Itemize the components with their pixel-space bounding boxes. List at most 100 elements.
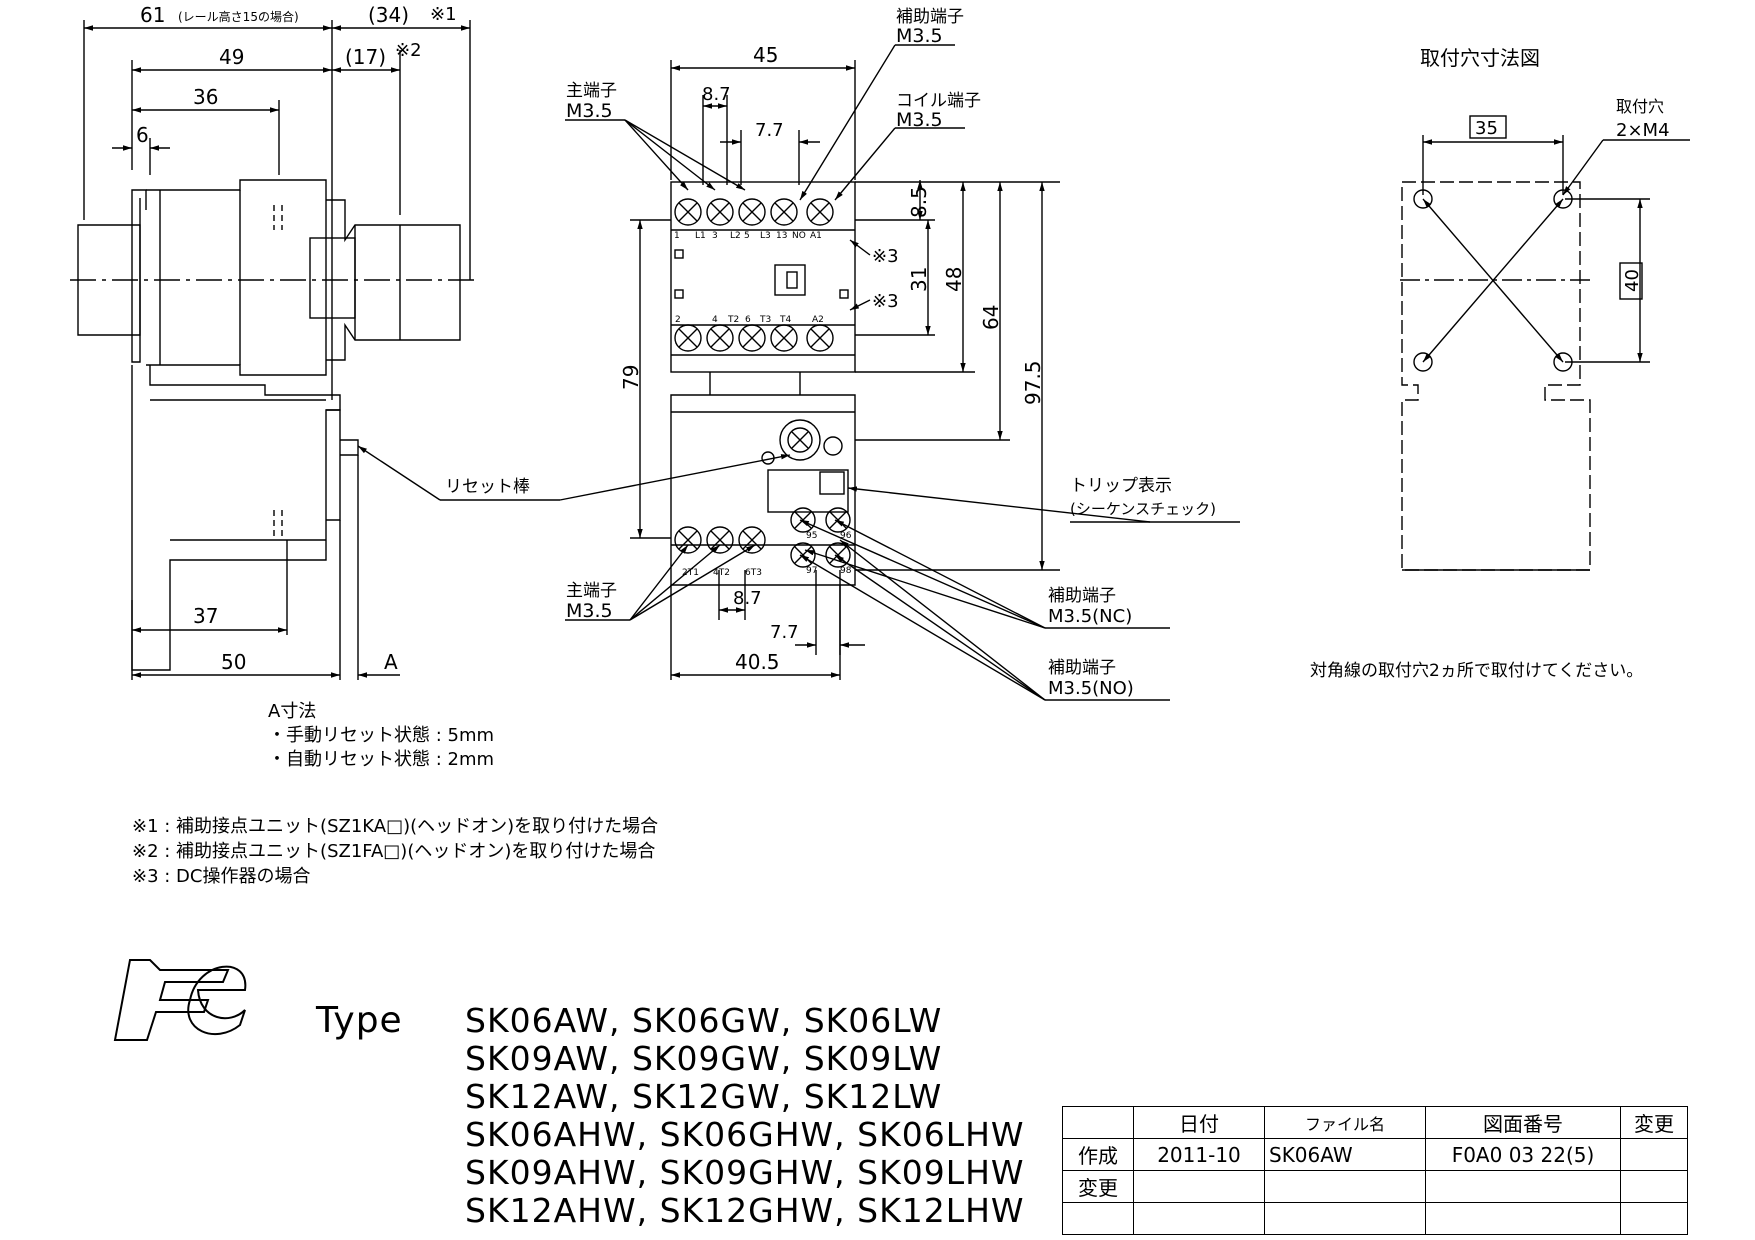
term-label: 97 xyxy=(806,566,817,576)
tb-header-cell: 変更 xyxy=(1620,1106,1688,1139)
screw-row-mid xyxy=(674,324,834,352)
a-dimension-manual: ・手動リセット状態 : 5mm xyxy=(268,725,495,746)
dim-36: 36 xyxy=(193,85,218,109)
callout-texts: 補助端子 M3.5 主端子 M3.5 コイル端子 M3.5 ※3 ※3 リセット… xyxy=(445,7,1670,699)
term-label: 3 xyxy=(712,231,718,241)
mount-title: 取付穴寸法図 xyxy=(1420,46,1540,70)
logo-text: Fe xyxy=(218,1027,220,1029)
tb-header-cell: ファイル名 xyxy=(1264,1106,1426,1139)
term-label: 4 xyxy=(712,315,718,325)
term-label: T3 xyxy=(759,315,771,325)
type-row: SK12AW, SK12GW, SK12LW xyxy=(465,1077,943,1116)
tb-cell xyxy=(1133,1170,1265,1203)
term-label: NO xyxy=(792,231,806,241)
dim-49: 49 xyxy=(219,45,244,69)
note3-mark-b: ※3 xyxy=(872,291,899,312)
dim-50: 50 xyxy=(221,650,246,674)
dim-bot-8-7: 8.7 xyxy=(733,588,762,609)
dim-31: 31 xyxy=(907,267,931,292)
fe-logo xyxy=(113,959,247,1041)
tb-cell xyxy=(1425,1202,1621,1235)
screw-row-top xyxy=(674,198,834,226)
dim-37: 37 xyxy=(193,604,218,628)
coil-terminal-label: コイル端子 xyxy=(896,91,981,111)
a-dimension-title: A寸法 xyxy=(268,701,317,722)
main-terminal-bot-label: 主端子 xyxy=(566,581,617,601)
term-label: 96 xyxy=(840,531,852,541)
term-label: A2 xyxy=(812,315,824,325)
type-row: SK06AHW, SK06GHW, SK06LHW xyxy=(465,1115,1025,1154)
aux-terminal-top-size: M3.5 xyxy=(896,25,943,47)
dim-6: 6 xyxy=(136,123,149,147)
aux-nc-label: 補助端子 xyxy=(1048,586,1116,606)
term-label: 2T1 xyxy=(682,568,699,578)
note3-mark-a: ※3 xyxy=(872,246,899,267)
dim-7-7: 7.7 xyxy=(755,120,784,141)
mount-hole-size: 2×M4 xyxy=(1616,120,1670,141)
aux-terminal-top-label: 補助端子 xyxy=(896,7,964,27)
dim-40-5: 40.5 xyxy=(735,650,780,674)
aux-no-size: M3.5(NO) xyxy=(1048,678,1134,699)
dim-17-mark: ※2 xyxy=(395,40,422,61)
dim-40: 40 xyxy=(1622,269,1643,292)
tb-cell xyxy=(1264,1170,1426,1203)
coil-terminal-size: M3.5 xyxy=(896,109,943,131)
dim-A: A xyxy=(384,650,398,674)
aux-no-label: 補助端子 xyxy=(1048,658,1116,678)
title-block-row xyxy=(1062,1202,1688,1235)
trip-indicator-label: トリップ表示 xyxy=(1070,476,1172,496)
dim-61-note: (レール高さ15の場合) xyxy=(178,9,299,24)
main-terminal-top-label: 主端子 xyxy=(566,81,617,101)
main-terminal-top-size: M3.5 xyxy=(566,100,613,122)
dim-17: (17) xyxy=(345,45,386,69)
main-terminal-bot-size: M3.5 xyxy=(566,600,613,622)
dim-97-5: 97.5 xyxy=(1021,360,1045,405)
side-view xyxy=(70,20,560,680)
dim-bot-7-7: 7.7 xyxy=(770,622,799,643)
footnote-3: ※3 : DC操作器の場合 xyxy=(132,866,311,887)
tb-cell xyxy=(1620,1170,1688,1203)
type-models: SK06AW, SK06GW, SK06LW SK09AW, SK09GW, S… xyxy=(465,1002,1025,1230)
term-label: 1 xyxy=(674,231,680,241)
type-row: SK09AW, SK09GW, SK09LW xyxy=(465,1039,943,1078)
tb-header-cell: 日付 xyxy=(1133,1106,1265,1139)
type-row: SK09AHW, SK09GHW, SK09LHW xyxy=(465,1153,1025,1192)
term-label: 6T3 xyxy=(745,568,762,578)
term-label: 4T2 xyxy=(713,568,730,578)
dim-45: 45 xyxy=(753,43,778,67)
term-label: T4 xyxy=(779,315,791,325)
trip-indicator-sub: (シーケンスチェック) xyxy=(1070,500,1216,518)
dim-35: 35 xyxy=(1475,118,1498,139)
type-list: Type xyxy=(316,1000,403,1041)
footnote-2: ※2 : 補助接点ユニット(SZ1FA□)(ヘッドオン)を取り付けた場合 xyxy=(132,841,656,862)
tb-cell xyxy=(1425,1170,1621,1203)
screw-row-relay xyxy=(674,507,851,568)
term-label: 5 xyxy=(744,231,750,241)
mount-note: 対角線の取付穴2ヵ所で取付けてください。 xyxy=(1310,661,1643,681)
dim-8-5: 8.5 xyxy=(907,186,931,218)
title-block-header: 日付 ファイル名 図面番号 変更 xyxy=(1062,1106,1688,1139)
footnotes: ※1 : 補助接点ユニット(SZ1KA□)(ヘッドオン)を取り付けた場合 ※2 … xyxy=(132,814,658,889)
term-label: T2 xyxy=(727,315,739,325)
tb-header-cell xyxy=(1062,1106,1134,1139)
tb-cell xyxy=(1620,1202,1688,1235)
dim-34: (34) xyxy=(368,3,409,27)
term-label: 2 xyxy=(675,315,681,325)
tb-cell: F0A0 03 22(5) xyxy=(1425,1138,1621,1171)
mount-hole-drawing xyxy=(1400,115,1690,571)
term-label: 13 xyxy=(776,231,787,241)
mount-hole-label: 取付穴 xyxy=(1616,97,1664,116)
tb-cell xyxy=(1133,1202,1265,1235)
reset-rod-label: リセット棒 xyxy=(445,477,530,497)
dim-34-mark: ※1 xyxy=(430,4,457,25)
title-block-row: 変更 xyxy=(1062,1170,1688,1203)
term-label: 95 xyxy=(806,531,817,541)
tb-cell: 作成 xyxy=(1062,1138,1134,1171)
dim-8-7: 8.7 xyxy=(702,84,731,105)
tb-cell: 変更 xyxy=(1062,1170,1134,1203)
a-dimension-block: A寸法 ・手動リセット状態 : 5mm ・自動リセット状態 : 2mm xyxy=(268,700,494,772)
title-block: 日付 ファイル名 図面番号 変更 作成 2011-10 SK06AW F0A0 … xyxy=(1062,1106,1688,1235)
dim-61: 61 xyxy=(140,3,165,27)
aux-nc-size: M3.5(NC) xyxy=(1048,606,1132,627)
